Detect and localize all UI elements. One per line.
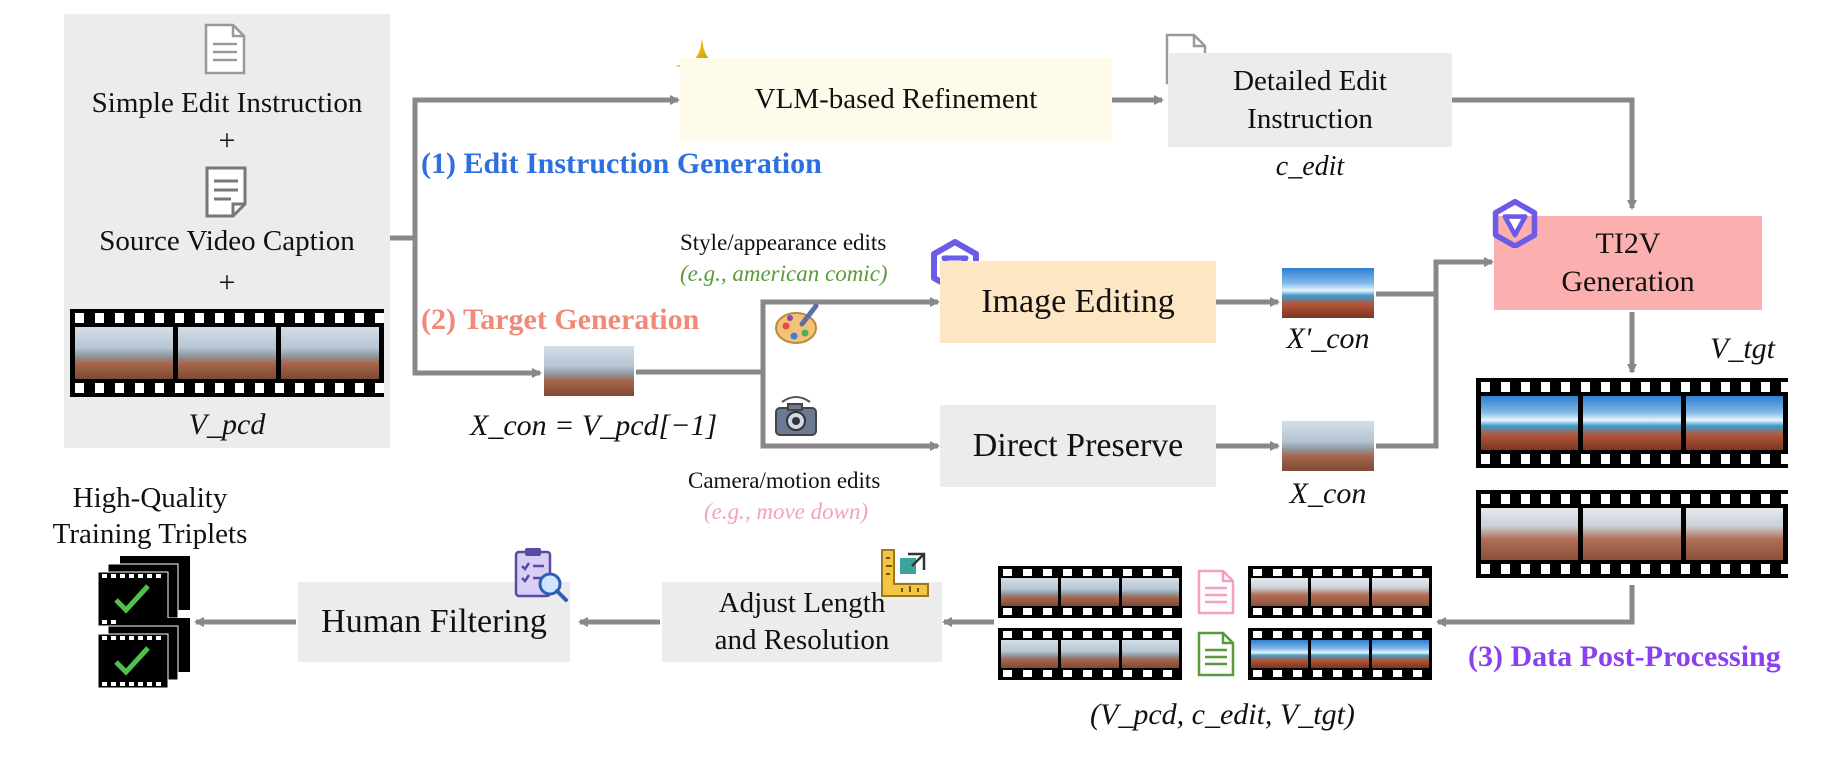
vtgt-symbol: V_tgt	[1710, 332, 1775, 365]
last-frame-thumbnail	[544, 346, 634, 396]
stage1-label: (1) Edit Instruction Generation	[421, 147, 822, 180]
edited-frame-thumbnail	[1282, 268, 1374, 318]
triplet-source-filmstrip	[998, 628, 1182, 680]
vlm-refinement-label: VLM-based Refinement	[754, 83, 1038, 115]
ti2v-box: TI2V Generation	[1494, 216, 1762, 310]
xcon-prime-symbol: X'_con	[1286, 322, 1370, 355]
preserved-frame-thumbnail	[1282, 421, 1374, 471]
qwen-logo-icon	[1492, 198, 1538, 248]
verified-triplets-icon	[97, 556, 190, 688]
triplet-label: (V_pcd, c_edit, V_tgt)	[1090, 698, 1355, 731]
style-edits-example: (e.g., american comic)	[680, 261, 888, 286]
palette-brush-icon	[775, 303, 819, 344]
cedit-symbol: c_edit	[1275, 151, 1345, 182]
triplet-source-filmstrip	[998, 566, 1182, 618]
vpcd-label: V_pcd	[64, 408, 390, 442]
direct-preserve-label: Direct Preserve	[972, 427, 1184, 464]
detailed-instruction-box: Detailed Edit Instruction	[1168, 53, 1452, 147]
image-editing-box: Image Editing	[940, 261, 1216, 343]
hq-label-line2: Training Triplets	[52, 518, 248, 550]
triplet-source-filmstrip	[1248, 566, 1432, 618]
clipboard-magnifier-icon	[514, 548, 568, 602]
xcon-equation: X_con = V_pcd[−1]	[470, 409, 718, 442]
detailed-line2: Instruction	[1247, 103, 1373, 135]
stage2-label: (2) Target Generation	[421, 303, 700, 336]
direct-preserve-box: Direct Preserve	[940, 405, 1216, 487]
camera-edits-label: Camera/motion edits	[688, 468, 881, 493]
human-filtering-box: Human Filtering	[298, 582, 570, 662]
plus-sign: +	[218, 266, 236, 299]
plus-sign: +	[218, 124, 236, 157]
adjust-line2: and Resolution	[714, 624, 890, 656]
arrow-thumbs-to-ti2v	[1376, 262, 1492, 449]
ruler-resize-icon	[881, 549, 929, 597]
arrow-detailed-to-ti2v	[1452, 97, 1637, 210]
vlm-refinement-box: VLM-based Refinement	[680, 58, 1112, 141]
style-edits-label: Style/appearance edits	[680, 230, 887, 255]
ti2v-line2: Generation	[1561, 265, 1695, 298]
document-icon	[204, 23, 246, 75]
pink-document-icon	[1197, 569, 1235, 615]
adjust-line1: Adjust Length	[718, 587, 886, 619]
xcon-symbol: X_con	[1289, 477, 1367, 510]
image-editing-label: Image Editing	[981, 283, 1175, 320]
target-video-filmstrip	[1476, 378, 1788, 468]
camera-edits-example: (e.g., move down)	[704, 499, 869, 524]
green-document-icon	[1197, 631, 1235, 677]
vpcd-symbol: V_pcd	[188, 408, 266, 441]
source-video-filmstrip	[70, 309, 384, 397]
human-filtering-label: Human Filtering	[321, 603, 547, 640]
hq-label-line1: High-Quality	[72, 482, 228, 514]
caption-document-icon	[205, 166, 247, 218]
camera-icon	[775, 396, 817, 436]
ti2v-line1: TI2V	[1595, 227, 1661, 260]
simple-instruction-label: Simple Edit Instruction	[91, 87, 363, 119]
arrow-to-postprocessing	[1436, 585, 1635, 627]
source-video-filmstrip	[1476, 490, 1788, 578]
triplet-target-filmstrip	[1248, 628, 1432, 680]
stage3-label: (3) Data Post-Processing	[1468, 640, 1781, 673]
detailed-line1: Detailed Edit	[1233, 65, 1387, 97]
source-caption-label: Source Video Caption	[99, 225, 355, 257]
